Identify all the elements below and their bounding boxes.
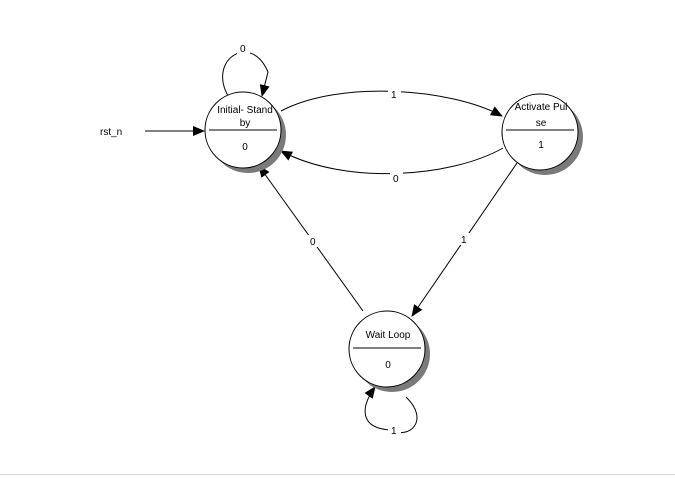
state-pulse-output: 1 (538, 140, 544, 151)
state-pulse-name-1: Activate Pul (515, 102, 568, 113)
state-standby[interactable]: Initial- Stand by 0 (204, 91, 286, 173)
transition-label-wait-to-standby: 0 (310, 237, 316, 248)
state-standby-name-1: Initial- Stand (217, 105, 273, 116)
transition-pulse-to-standby: 0 (280, 147, 504, 185)
reset-label: rst_n (100, 127, 122, 138)
transition-label-pulse-to-wait: 1 (461, 235, 467, 246)
state-wait-output: 0 (385, 360, 391, 371)
state-wait[interactable]: Wait Loop 0 (348, 310, 430, 392)
transition-label-standby-self: 0 (240, 44, 246, 55)
state-standby-output: 0 (242, 142, 248, 153)
transition-wait-self: 1 (364, 386, 418, 437)
transition-label-pulse-to-standby: 0 (393, 174, 399, 185)
transition-pulse-to-wait: 1 (411, 162, 518, 317)
state-pulse[interactable]: Activate Pul se 1 (501, 93, 583, 175)
state-wait-name: Wait Loop (366, 330, 411, 341)
transition-label-wait-self: 1 (391, 426, 397, 437)
bottom-divider (0, 474, 675, 475)
transition-standby-self: 0 (222, 42, 270, 100)
transition-label-standby-to-pulse: 1 (391, 90, 397, 101)
transition-wait-to-standby: 0 (258, 165, 364, 312)
state-standby-name-2: by (240, 118, 251, 129)
state-pulse-name-2: se (536, 118, 547, 129)
transition-standby-to-pulse: 1 (280, 88, 503, 117)
